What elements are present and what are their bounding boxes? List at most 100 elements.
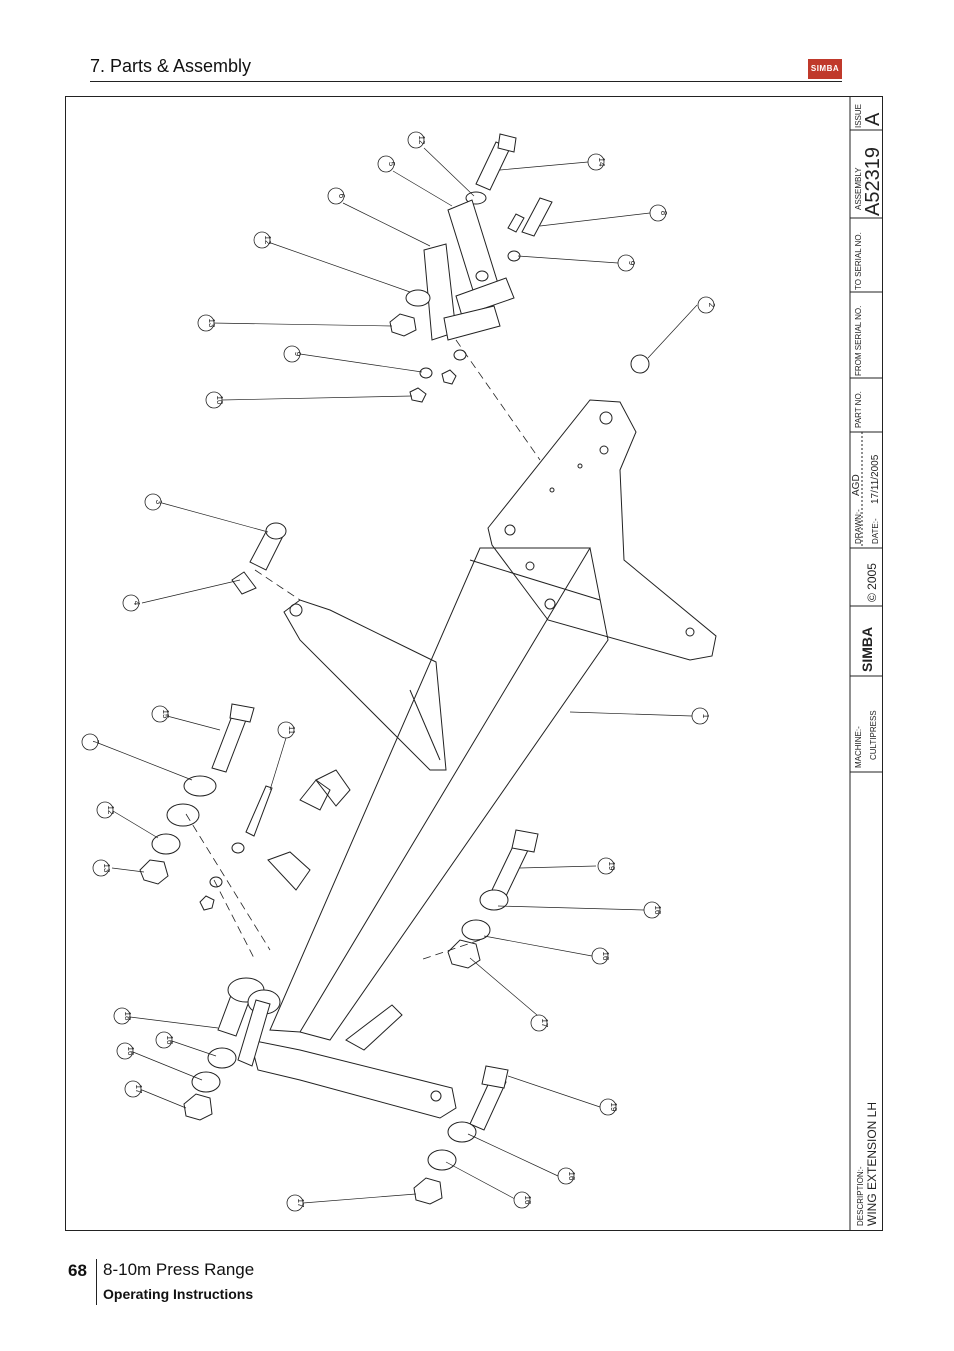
callout-13: 13 xyxy=(197,314,216,332)
callout-12: 12 xyxy=(253,231,272,249)
callout-circle xyxy=(407,131,425,149)
hinge-lug-2 xyxy=(299,779,331,811)
machine-value: CULTIPRESS xyxy=(869,710,878,760)
callout-16: 16 xyxy=(591,947,610,965)
main-beam-side xyxy=(299,547,609,1041)
callout-9: 9 xyxy=(283,345,302,363)
callout-circle xyxy=(283,345,301,363)
callout-number: 5 xyxy=(387,162,396,167)
callout-number: 12 xyxy=(263,236,272,245)
nut-17c xyxy=(413,1177,443,1205)
callout-circle xyxy=(197,314,215,332)
callout-number: 2 xyxy=(707,303,716,308)
callout-15: 15 xyxy=(151,705,170,723)
title-block-text: ISSUE A ASSEMBLY A52319 TO SERIAL NO. FR… xyxy=(851,104,882,1226)
callout-number: 12 xyxy=(417,136,426,145)
callout-circle xyxy=(530,1014,548,1032)
callout-12: 12 xyxy=(407,131,426,149)
callout-balloons: 12 14 5 6 8 12 9 13 2 9 10 3 4 15 11 7 1 12 13 19 16 16 17 18 16… xyxy=(81,131,716,1212)
page-number: 68 xyxy=(68,1261,87,1280)
callout-circle xyxy=(327,187,345,205)
date-label: DATE:- xyxy=(871,518,880,544)
callout-number: 3 xyxy=(154,500,163,505)
callout-number: 1 xyxy=(701,714,710,719)
callout-circle xyxy=(155,1031,173,1049)
footer-range-title: 8-10m Press Range xyxy=(103,1260,255,1279)
hinge-lug-3 xyxy=(315,769,351,807)
callout-circle xyxy=(122,594,140,612)
main-beam-top xyxy=(269,547,591,1033)
callout-circle xyxy=(697,296,715,314)
callout-circle xyxy=(253,231,271,249)
callout-12: 12 xyxy=(96,801,115,819)
callout-circle xyxy=(649,204,667,222)
callout-number: 19 xyxy=(607,862,616,871)
clip-4 xyxy=(231,571,257,595)
mounting-plate xyxy=(487,399,717,661)
callout-number: 4 xyxy=(132,601,141,606)
callout-1: 1 xyxy=(691,707,710,725)
drawing-number: A52319 xyxy=(862,147,882,216)
main-frame-drawing xyxy=(249,399,717,1119)
callout-circle xyxy=(643,901,661,919)
callout-circle xyxy=(286,1194,304,1212)
callout-6: 6 xyxy=(327,187,346,205)
callout-circle xyxy=(591,947,609,965)
description-value: WING EXTENSION LH xyxy=(865,1102,879,1226)
callout-circle xyxy=(124,1080,142,1098)
callout-16: 16 xyxy=(557,1167,576,1185)
assembly-label: ASSEMBLY xyxy=(854,167,863,210)
nut-17b xyxy=(183,1093,213,1121)
leader-lines xyxy=(97,147,698,1204)
callout-number: 13 xyxy=(102,864,111,873)
callout-circle xyxy=(587,153,605,171)
centre-lines xyxy=(185,339,541,961)
header-divider xyxy=(90,81,842,82)
drawn-by: AGD xyxy=(851,474,862,496)
callout-number: 16 xyxy=(567,1172,576,1181)
callout-number: 16 xyxy=(126,1047,135,1056)
callout-19: 19 xyxy=(599,1098,618,1116)
callout-7: 7 xyxy=(81,733,100,751)
title-block xyxy=(849,97,882,1230)
callout-16: 16 xyxy=(513,1191,532,1209)
callout-number: 14 xyxy=(597,158,606,167)
callout-circle xyxy=(599,1098,617,1116)
callout-16: 16 xyxy=(643,901,662,919)
callout-number: 12 xyxy=(106,806,115,815)
callout-2: 2 xyxy=(697,296,716,314)
callout-18: 18 xyxy=(113,1007,132,1025)
bolt-19b xyxy=(469,1075,507,1131)
title-block-brand: SIMBA xyxy=(859,627,875,672)
callout-number: 17 xyxy=(296,1199,305,1208)
callout-circle xyxy=(597,857,615,875)
hardware-parts xyxy=(139,133,650,1205)
upper-bracket xyxy=(283,599,447,771)
callout-4: 4 xyxy=(122,594,141,612)
callout-11: 11 xyxy=(277,721,296,739)
callout-number: 8 xyxy=(659,211,668,216)
callout-10: 10 xyxy=(205,391,224,409)
gusset-lower xyxy=(345,1004,403,1051)
callout-circle xyxy=(377,155,395,173)
callout-circle xyxy=(144,493,162,511)
callout-number: 7 xyxy=(91,740,100,745)
issue-label: ISSUE xyxy=(854,104,863,128)
callout-circle xyxy=(277,721,295,739)
callout-circle xyxy=(92,859,110,877)
callout-circle xyxy=(151,705,169,723)
callout-13: 13 xyxy=(92,859,111,877)
callout-number: 16 xyxy=(653,906,662,915)
from-serial-label: FROM SERIAL NO. xyxy=(854,306,863,376)
callout-number: 17 xyxy=(540,1019,549,1028)
callout-circle xyxy=(513,1191,531,1209)
callout-5: 5 xyxy=(377,155,396,173)
nut-13b xyxy=(139,859,169,885)
parts-diagram: ISSUE A ASSEMBLY A52319 TO SERIAL NO. FR… xyxy=(81,97,882,1230)
callout-16: 16 xyxy=(116,1042,135,1060)
callout-circle xyxy=(116,1042,134,1060)
callout-9: 9 xyxy=(617,254,636,272)
date-value: 17/11/2005 xyxy=(870,454,881,504)
machine-label: MACHINE:- xyxy=(854,726,863,768)
hinge-lug-1 xyxy=(267,851,311,891)
